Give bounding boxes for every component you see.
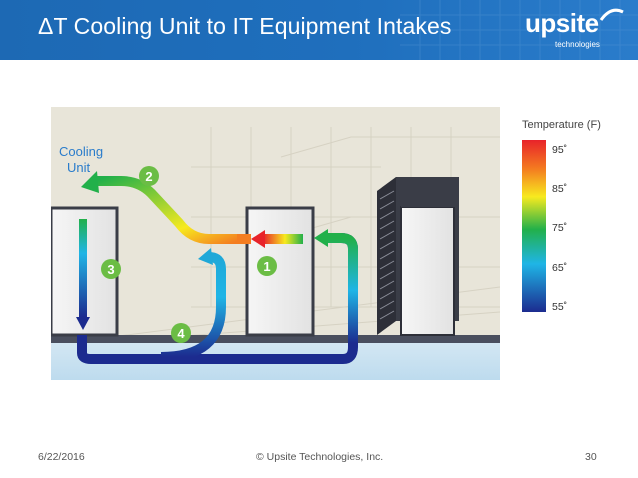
- arrow-head-2: [81, 171, 99, 193]
- upsite-logo: upsite technologies: [525, 6, 630, 54]
- rack-vents: [379, 190, 395, 320]
- airflow-illustration: 1 2 3 4 Cooling Unit: [51, 127, 500, 380]
- cooling-unit-airflow: [79, 219, 87, 317]
- header-pattern: [400, 0, 638, 60]
- airflow-diagram: 1 2 3 4 Cooling Unit: [51, 107, 500, 380]
- step-badge-4: 4: [171, 323, 191, 343]
- step-2: 2: [145, 169, 152, 184]
- arrow-head-3: [76, 317, 90, 330]
- legend-tick-85: 85˚: [552, 183, 568, 195]
- right-rack: [400, 206, 455, 336]
- floor-tiles: [51, 335, 500, 343]
- slide-title: ΔT Cooling Unit to IT Equipment Intakes: [38, 13, 452, 39]
- legend-tick-55: 55˚: [552, 301, 568, 313]
- step-badge-3: 3: [101, 259, 121, 279]
- slide-number: 30: [585, 451, 597, 463]
- rack-exhaust-arrow: [263, 234, 303, 244]
- legend-tick-65: 65˚: [552, 262, 568, 274]
- cooling-unit-label-line2: Unit: [67, 160, 91, 175]
- step-3: 3: [107, 262, 114, 277]
- bypass-arrow-head: [198, 248, 213, 265]
- step-1: 1: [263, 259, 270, 274]
- legend-tick-75: 75˚: [552, 222, 568, 234]
- temperature-color-scale: [522, 140, 546, 312]
- footer-copyright: © Upsite Technologies, Inc.: [256, 451, 384, 463]
- exhaust-segment: [237, 234, 251, 244]
- bypass-airflow: [160, 252, 226, 362]
- supply-to-rack-arrow: [326, 233, 358, 343]
- legend-title: Temperature (F): [522, 119, 601, 131]
- right-rack-top: [396, 177, 459, 207]
- legend-tick-95: 95˚: [552, 144, 568, 156]
- logo-swoosh-icon: [599, 8, 624, 21]
- step-4: 4: [177, 326, 185, 341]
- return-airflow: [96, 176, 243, 244]
- step-badge-2: 2: [139, 166, 159, 186]
- cooling-unit-label-line1: Cooling: [59, 144, 103, 159]
- footer-date: 6/22/2016: [38, 451, 85, 463]
- logo-subtitle: technologies: [555, 40, 600, 49]
- it-rack: [245, 206, 315, 337]
- logo-word: upsite: [525, 8, 599, 38]
- arrow-head-1b: [314, 229, 328, 247]
- arrow-head-1: [251, 230, 265, 248]
- slide-header: ΔT Cooling Unit to IT Equipment Intakes …: [0, 0, 638, 60]
- rack-side-panel: [377, 177, 396, 335]
- step-badge-1: 1: [257, 256, 277, 276]
